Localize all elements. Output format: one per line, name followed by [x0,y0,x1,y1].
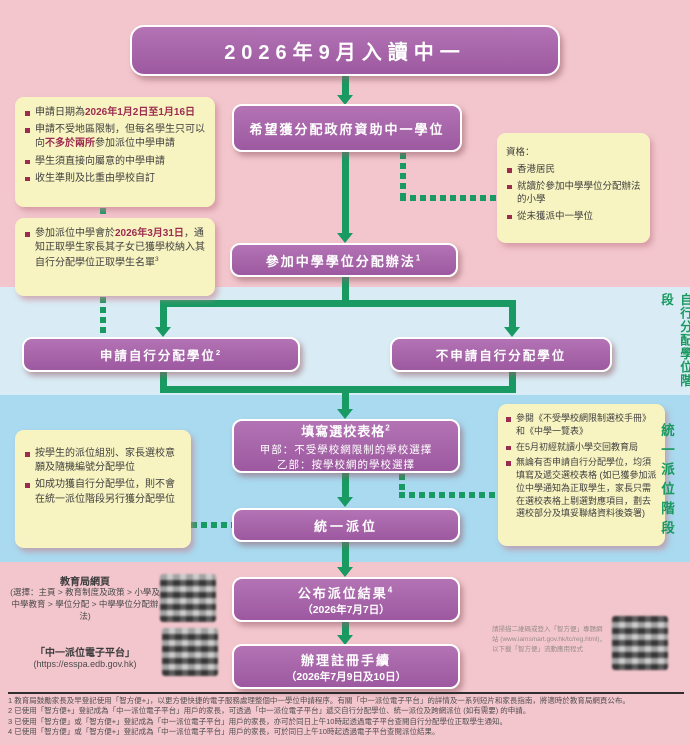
list-item: 參閱《不受學校網限制選校手冊》和《中學一覽表》 [505,412,658,438]
list-item: 申請不受地區限制，但每名學生只可以向不多於兩所參加派位中學申請 [24,123,206,151]
form-line-a: 甲部：不受學校網限制的學校選擇 [259,443,433,456]
step-join-label: 參加中學學位分配辦法1 [265,253,423,269]
connector [160,386,516,393]
qr-code-iamsmart-icon [612,616,668,670]
note-application-dates: 申請日期為2026年1月2日至1月16日申請不受地區限制，但每名學生只可以向不多… [15,97,215,207]
central-allocation-box: 統一派位 [232,508,460,542]
form-line-b: 乙部：按學校網的學校選擇 [277,458,415,471]
arrow-down-icon [337,635,353,645]
footnote-item: 2 已使用「智方便+」登記成為「中一派位電子平台」用戶的家長，可透過「中一派位電… [8,706,531,716]
list-item: 從未獲派中一學位 [506,210,641,223]
step-join-box: 參加中學學位分配辦法1 [230,243,458,277]
register-title: 辦理註冊手續 [300,652,391,668]
register-date: （2026年7月9日及10日） [285,670,407,683]
central-allocation-label: 統一派位 [313,518,378,534]
footnote-divider [8,692,684,694]
list-item: 申請日期為2026年1月2日至1月16日 [24,106,206,120]
iamsmart-note: 請掃描二維碼或登入「智方便」專題網站 (www.iamsmart.gov.hk/… [492,626,607,654]
arrow-down-icon [337,567,353,577]
list-item: 香港居民 [506,163,641,176]
edb-website-label: 教育局網頁 [60,577,110,588]
step-hope-label: 希望獲分配政府資助中一學位 [249,121,445,137]
arrow-down-icon [337,497,353,507]
arrow-down-icon [155,327,171,337]
dashed-connector [400,195,497,201]
qr-code-platform-icon [162,628,218,676]
note-central-allocation: 按學生的派位組別、家長選校意願及隨機編號分配學位如成功獲自行分配學位，則不會在統… [15,430,191,548]
connector [342,472,349,498]
branch-apply-box: 申請自行分配學位2 [22,337,300,372]
list-item: 按學生的派位組別、家長選校意願及隨機編號分配學位 [24,447,182,475]
results-box: 公布派位結果4 （2026年7月7日） [232,577,460,622]
register-box: 辦理註冊手續 （2026年7月9日及10日） [232,644,460,689]
connector [342,622,349,636]
flow-title: 2026年9月入讀中一 [224,42,466,64]
footnote-item: 3 已使用「智方便」或「智方便+」登記成為「中一派位電子平台」用戶的家長，亦可於… [8,716,507,726]
connector [342,542,349,568]
branch-apply-label: 申請自行分配學位2 [99,347,223,363]
note-choice-form: 參閱《不受學校網限制選校手冊》和《中學一覽表》在5月初經就讀小學交回教育局無論有… [498,404,665,546]
connector [342,391,349,410]
connector [509,305,516,328]
note-list: 參閱《不受學校網限制選校手冊》和《中學一覽表》在5月初經就讀小學交回教育局無論有… [505,412,658,520]
note-list: 按學生的派位組別、家長選校意願及隨機編號分配學位如成功獲自行分配學位，則不會在統… [24,447,182,507]
list-item: 學生須直接向屬意的中學申請 [24,155,206,169]
dashed-connector [100,208,106,218]
connector [342,277,349,303]
branch-noapply-label: 不申請自行分配學位 [435,349,567,363]
note-eligibility: 資格： 香港居民就讀於參加中學學位分配辦法的小學從未獲派中一學位 [497,133,650,243]
note-notify-parents: 參加派位中學會於2026年3月31日，通知正取學生家長其子女已獲學校納入其自行分… [15,218,215,296]
flow-title-box: 2026年9月入讀中一 [130,25,560,76]
arrow-down-icon [337,409,353,419]
stage-label-self: 自行分配學位階段 [659,293,690,388]
results-date: （2026年7月7日） [302,603,390,616]
arrow-down-icon [504,327,520,337]
edb-website-path: (選擇：主頁 > 教育制度及政策 > 小學及中學教育 > 學位分配 > 中學學位… [10,587,160,621]
step-hope-box: 希望獲分配政府資助中一學位 [232,104,462,152]
connector [342,76,349,97]
stage-label-central: 統一派位階段 [659,423,674,540]
note-list: 申請日期為2026年1月2日至1月16日申請不受地區限制，但每名學生只可以向不多… [24,106,206,186]
connector [342,152,349,234]
arrow-down-icon [337,95,353,105]
footnote-item: 1 教育局鼓勵家長及早登記使用「智方便+」，以更方便快捷的電子服務處理整個中一學… [8,696,630,705]
connector [509,372,516,389]
eligibility-heading: 資格： [506,147,535,158]
dashed-connector [399,474,405,496]
dashed-connector [100,297,106,337]
dashed-connector [191,522,232,528]
list-item: 無論有否申請自行分配學位，均須填寫及遞交選校表格 (如已獲參加派位中學通知為正取… [505,456,658,520]
connector [160,305,167,328]
connector [160,372,167,389]
note-list: 香港居民就讀於參加中學學位分配辦法的小學從未獲派中一學位 [506,163,641,223]
platform-url: (https://esspa.edb.gov.hk) [33,659,137,669]
list-item: 參加派位中學會於2026年3月31日，通知正取學生家長其子女已獲學校納入其自行分… [24,227,206,271]
branch-noapply-box: 不申請自行分配學位 [390,337,612,372]
results-title: 公布派位結果4 [297,585,395,601]
list-item: 就讀於參加中學學位分配辦法的小學 [506,180,641,207]
form-title: 填寫選校表格2 [301,423,391,439]
footnotes: 1 教育局鼓勵家長及早登記使用「智方便+」，以更方便快捷的電子服務處理整個中一學… [8,696,653,738]
form-box: 填寫選校表格2 甲部：不受學校網限制的學校選擇 乙部：按學校網的學校選擇 [232,419,460,473]
footnote-item: 4 已使用「智方便」或「智方便+」登記成為「中一派位電子平台」用戶的家長，可於同… [8,727,440,737]
list-item: 如成功獲自行分配學位，則不會在統一派位階段另行獲分配學位 [24,478,182,506]
list-item: 在5月初經就讀小學交回教育局 [505,441,658,454]
dashed-connector [400,153,406,198]
arrow-down-icon [337,233,353,243]
connector [160,300,516,307]
list-item: 收生準則及比重由學校自訂 [24,172,206,186]
dashed-connector [399,492,498,498]
platform-label: 「中一派位電子平台」 [35,648,135,659]
qr-code-edb-icon [160,574,216,622]
note-list: 參加派位中學會於2026年3月31日，通知正取學生家長其子女已獲學校納入其自行分… [24,227,206,271]
